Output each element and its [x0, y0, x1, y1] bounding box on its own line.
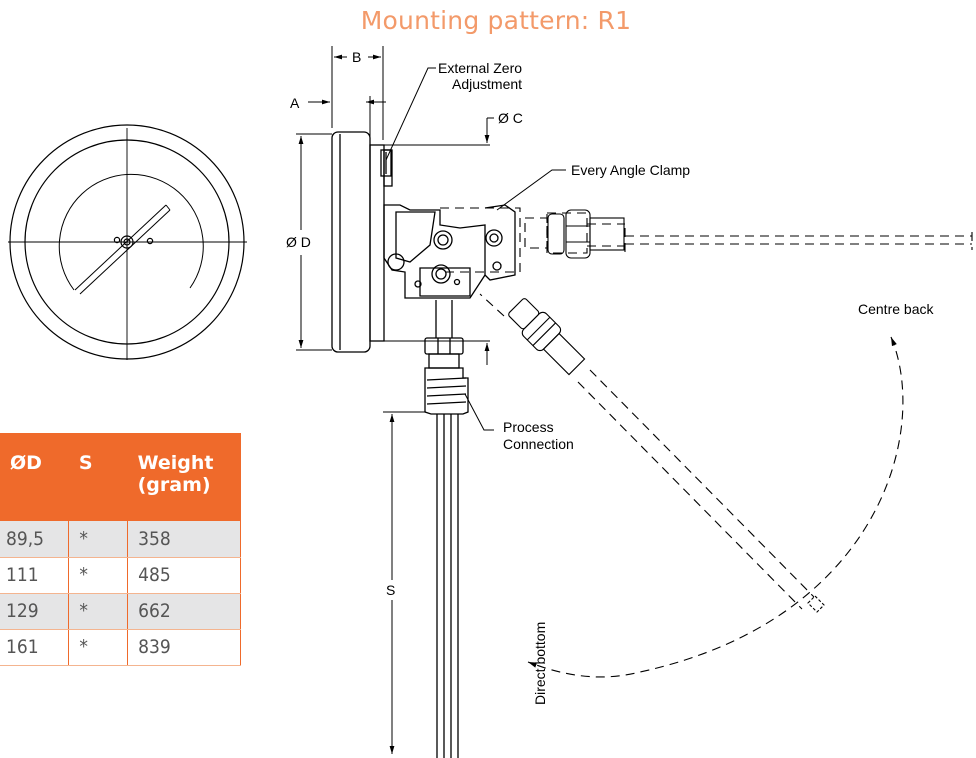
cell-weight: 839 — [127, 629, 241, 666]
cell-diameter: 161 — [0, 629, 69, 666]
cell-weight: 485 — [127, 557, 241, 594]
page-title: Mounting pattern: R1 — [360, 6, 632, 35]
gauge-side-view — [331, 131, 516, 758]
cell-diameter: 111 — [0, 557, 69, 594]
process-connection-label-line2: Connection — [503, 436, 574, 452]
header-weight: Weight (gram) — [127, 433, 241, 521]
table-header-row: ØD S Weight (gram) — [0, 433, 241, 521]
table-row: 129 * 662 — [0, 593, 241, 630]
cell-s: * — [68, 593, 128, 630]
external-zero-label-line2: Adjustment — [452, 76, 522, 92]
gauge-needle — [74, 204, 171, 295]
header-s: S — [68, 433, 128, 521]
dim-label-b: B — [352, 49, 361, 65]
cell-weight: 662 — [127, 593, 241, 630]
rotation-arc — [527, 336, 904, 678]
cell-diameter: 129 — [0, 593, 69, 630]
alternate-horizontal-fittings — [547, 209, 625, 259]
dim-label-a: A — [290, 95, 300, 111]
cell-diameter: 89,5 — [0, 521, 69, 558]
every-angle-clamp-label: Every Angle Clamp — [571, 162, 690, 178]
table-row: 111 * 485 — [0, 557, 241, 594]
centre-back-label: Centre back — [858, 301, 934, 317]
cell-s: * — [68, 557, 128, 594]
cell-weight: 358 — [127, 521, 241, 558]
gauge-front-view — [8, 124, 247, 360]
header-diameter: ØD — [0, 433, 69, 521]
direct-bottom-label: Direct bottom — [532, 622, 548, 705]
alternate-angled-stem — [479, 293, 825, 613]
alternate-horizontal-stem — [440, 207, 973, 273]
cell-s: * — [68, 521, 128, 558]
table-row: 89,5 * 358 — [0, 521, 241, 558]
dim-label-dia-c: Ø C — [498, 110, 523, 126]
spec-table: ØD S Weight (gram) 89,5 * 358 111 * 485 … — [0, 433, 241, 666]
dim-label-s: S — [386, 582, 395, 598]
cell-s: * — [68, 629, 128, 666]
dimension-lines — [296, 46, 566, 754]
external-zero-label-line1: External Zero — [438, 60, 522, 76]
process-connection-label-line1: Process — [503, 419, 554, 435]
table-row: 161 * 839 — [0, 629, 241, 666]
dim-label-dia-d: Ø D — [286, 234, 311, 250]
